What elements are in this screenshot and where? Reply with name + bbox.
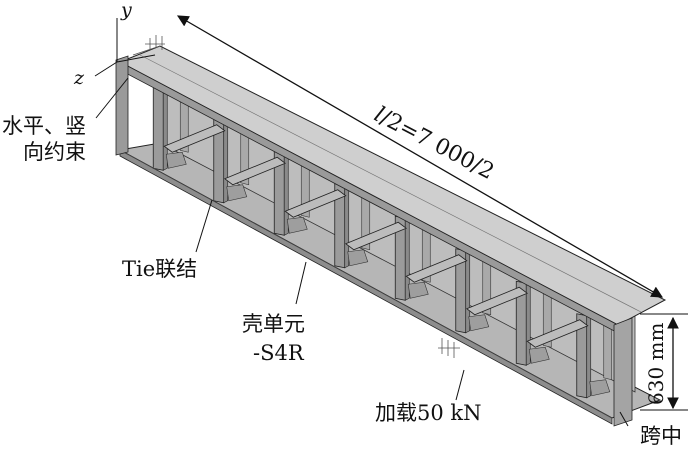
constraint-leader [95, 77, 129, 119]
shell-leader [295, 261, 307, 305]
bottom-gusset [589, 379, 611, 397]
left-end-plate [115, 55, 129, 156]
leader-lines [95, 77, 629, 427]
front-stiffener [152, 85, 164, 171]
midspan-leader [619, 411, 629, 427]
constraint-markers [132, 35, 165, 56]
constraint-label-line1: 水平、竖 [2, 114, 86, 138]
top-flange-edge [119, 61, 619, 334]
tie-leader [195, 199, 213, 253]
midspan-label: 跨中 [640, 424, 682, 448]
x-axis-line [116, 54, 156, 63]
load-markers [438, 338, 460, 358]
diagonal-brace [526, 319, 589, 348]
z-axis-label: z [73, 67, 85, 89]
constraint-label-line2: 向约束 [23, 140, 86, 164]
span-dimension-arrow [176, 15, 664, 298]
load-label: 加载50 kN [375, 401, 482, 425]
bottom-gusset [468, 314, 490, 332]
bottom-gusset [528, 346, 550, 364]
y-axis-label: y [120, 0, 132, 21]
shell-label-line1: 壳单元 [242, 312, 305, 336]
coordinate-axes [94, 18, 156, 77]
tie-label: Tie联结 [122, 257, 198, 281]
shell-label-line2: -S4R [253, 341, 304, 365]
z-axis-line [94, 61, 118, 77]
load-leader [455, 369, 465, 401]
right-end-plate [613, 317, 633, 427]
height-label: 630 mm [644, 322, 668, 405]
